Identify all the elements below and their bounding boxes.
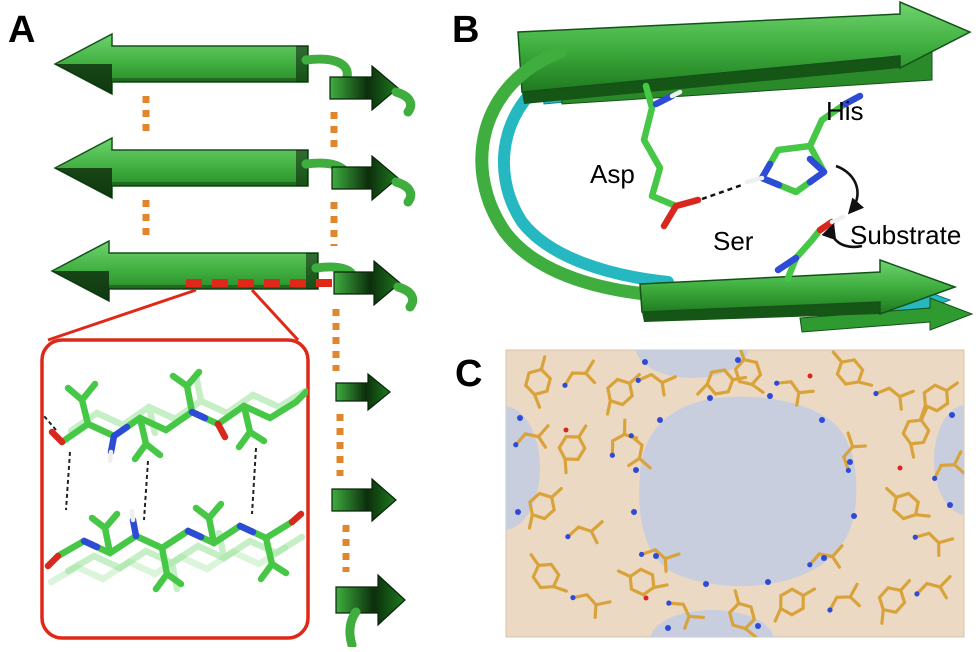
beta-ribbon-bottom-underside — [642, 302, 880, 322]
crystal-packing-content — [506, 350, 964, 637]
his-label: His — [826, 96, 864, 126]
beta-ribbon-top-underside — [522, 56, 900, 104]
beta-ribbon-bottom — [639, 258, 958, 316]
loop-stub-2 — [391, 177, 416, 207]
strand-3-shadow — [52, 271, 109, 301]
central-pore — [639, 396, 857, 587]
loop-stub-1 — [391, 87, 416, 117]
inset-callout-lines — [47, 288, 300, 342]
panel-c-label: C — [455, 353, 482, 395]
ser-label: Ser — [713, 226, 754, 256]
beta-strand-fragment-4 — [335, 372, 391, 412]
loop-stub-3 — [393, 282, 418, 312]
strand-1-shadow — [55, 64, 112, 94]
inset-stick-structure — [43, 368, 308, 593]
beta-strand-fragment-6 — [335, 573, 406, 627]
panel-b: B — [452, 0, 974, 333]
panel-a: A — [8, 9, 418, 650]
loop-stub-bottom — [345, 607, 361, 650]
beta-ribbon-top — [517, 0, 972, 93]
strand-2-shadow — [55, 168, 112, 198]
his-to-ser-arrow — [835, 164, 865, 215]
substrate-to-ser-arrow — [821, 223, 863, 249]
loop-connector-1 — [301, 54, 352, 85]
asp-label: Asp — [590, 159, 635, 189]
beta-strand-fragment-1 — [329, 64, 399, 112]
hydrogen-bond-dashes — [142, 96, 350, 572]
asp-sticks — [640, 82, 702, 230]
beta-strand-fragment-2 — [331, 154, 399, 202]
strand-1-end-cap — [296, 46, 308, 82]
inset-top-strand — [48, 368, 308, 464]
beta-sheet-strands — [50, 32, 418, 650]
beta-strand-fragment-5 — [331, 477, 397, 523]
loop-ribbon-green — [475, 45, 675, 303]
substrate-label: Substrate — [850, 220, 961, 250]
beta-strand-fragment-3 — [333, 259, 401, 307]
inset-box — [40, 338, 310, 640]
solvent-channels — [506, 350, 964, 637]
panel-a-label: A — [8, 9, 35, 51]
inset-bottom-strand — [44, 500, 305, 593]
panel-c: C — [455, 349, 965, 638]
oxygen-dots — [563, 373, 903, 601]
panel-b-label: B — [452, 9, 479, 51]
inset-hbond-dashes — [43, 415, 257, 521]
asp-his-hbond-dashes — [701, 183, 743, 201]
pore-nitrogen-dots — [515, 357, 955, 631]
beta-ribbon-bottom-back — [799, 297, 974, 333]
his-sticks — [744, 92, 864, 196]
strand-2-end-cap — [296, 150, 308, 186]
strand-3-end-cap — [306, 253, 318, 289]
